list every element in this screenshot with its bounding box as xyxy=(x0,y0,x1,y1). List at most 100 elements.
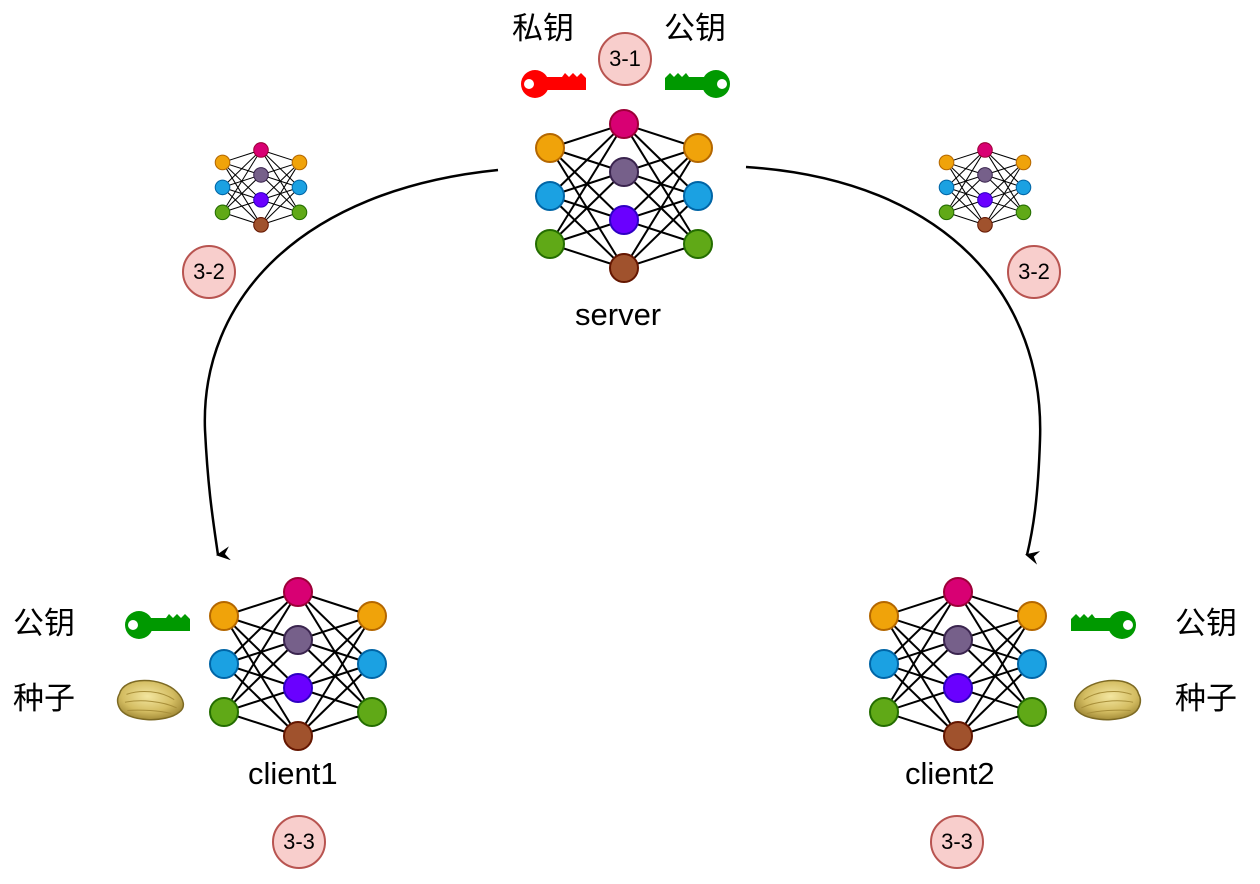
server-private-key-label: 私钥 xyxy=(512,11,574,47)
network-node xyxy=(609,205,639,235)
client2-label: client2 xyxy=(905,756,995,791)
client1-label: client1 xyxy=(248,756,338,791)
network-node xyxy=(609,109,639,139)
client2-network-icon xyxy=(869,577,1047,751)
network-node xyxy=(535,181,565,211)
network-node xyxy=(291,179,308,196)
network-node xyxy=(977,167,993,183)
network-node xyxy=(1015,154,1032,171)
network-node xyxy=(357,601,387,631)
transfer-network-icon-left xyxy=(214,142,308,233)
network-edge xyxy=(549,123,625,197)
network-node xyxy=(943,625,973,655)
network-node xyxy=(1017,649,1047,679)
network-node xyxy=(943,577,973,607)
network-node xyxy=(1015,204,1032,221)
client2-seed-label: 种子 xyxy=(1175,681,1237,717)
network-edge xyxy=(883,591,959,713)
network-node xyxy=(609,253,639,283)
network-edge xyxy=(549,123,625,245)
network-node xyxy=(869,697,899,727)
client1-public-key-icon xyxy=(125,611,190,639)
client1-seed-label: 种子 xyxy=(13,681,75,717)
arrow-server-to-client2 xyxy=(745,165,1042,565)
network-edge xyxy=(222,149,262,213)
network-edge xyxy=(946,174,986,213)
network-node xyxy=(253,142,269,158)
client1-seed-icon xyxy=(116,679,185,721)
network-node xyxy=(609,157,639,187)
network-edge xyxy=(984,162,1024,201)
network-node xyxy=(253,217,269,233)
network-node xyxy=(291,204,308,221)
network-node xyxy=(938,204,955,221)
network-node xyxy=(683,181,713,211)
server-label: server xyxy=(575,297,662,332)
network-node xyxy=(535,229,565,259)
network-edge xyxy=(957,615,1033,737)
network-node xyxy=(938,179,955,196)
network-edge xyxy=(297,615,373,737)
network-edge xyxy=(260,162,300,201)
network-node xyxy=(683,229,713,259)
client2-public-key-icon xyxy=(1071,611,1136,639)
network-node xyxy=(214,154,231,171)
transfer-network-icon-right xyxy=(938,142,1032,233)
public-key-icon xyxy=(665,70,730,98)
network-node xyxy=(1017,601,1047,631)
network-node xyxy=(253,192,269,208)
network-node xyxy=(357,697,387,727)
network-edge xyxy=(260,162,300,226)
client1-public-key-label: 公钥 xyxy=(13,606,75,642)
network-node xyxy=(977,142,993,158)
network-edge xyxy=(223,639,299,713)
network-node xyxy=(869,601,899,631)
private-key-icon xyxy=(521,70,586,98)
network-edge xyxy=(222,149,262,188)
network-node xyxy=(357,649,387,679)
server-public-key-label: 公钥 xyxy=(664,11,726,47)
client2-seed-icon xyxy=(1073,679,1142,721)
step-badge-3-3-client2: 3-3 xyxy=(930,815,984,869)
network-node xyxy=(977,217,993,233)
network-edge xyxy=(223,591,299,665)
network-edge xyxy=(222,174,262,213)
network-node xyxy=(1017,697,1047,727)
network-edge xyxy=(623,195,699,269)
step-badge-3-2-right: 3-2 xyxy=(1007,245,1061,299)
network-node xyxy=(683,133,713,163)
network-edge xyxy=(883,639,959,713)
network-node xyxy=(253,167,269,183)
client2-public-key-label: 公钥 xyxy=(1175,606,1237,642)
step-badge-3-2-left: 3-2 xyxy=(182,245,236,299)
network-node xyxy=(283,577,313,607)
network-node xyxy=(283,673,313,703)
network-node xyxy=(209,649,239,679)
step-badge-3-1: 3-1 xyxy=(598,32,652,86)
network-node xyxy=(209,697,239,727)
network-edge xyxy=(297,663,373,737)
network-edge xyxy=(260,187,300,226)
network-edge xyxy=(623,147,699,221)
network-edge xyxy=(946,149,986,213)
network-edge xyxy=(957,663,1033,737)
network-node xyxy=(977,192,993,208)
network-node xyxy=(1015,179,1032,196)
network-node xyxy=(943,673,973,703)
step-badge-3-3-client1: 3-3 xyxy=(272,815,326,869)
network-node xyxy=(535,133,565,163)
network-edge xyxy=(883,591,959,665)
network-edge xyxy=(549,171,625,245)
network-edge xyxy=(946,149,986,188)
network-edge xyxy=(223,591,299,713)
network-node xyxy=(943,721,973,751)
network-edge xyxy=(957,615,1033,689)
client1-network-icon xyxy=(209,577,387,751)
server-network-icon xyxy=(535,109,713,283)
arrow-server-to-client1 xyxy=(203,168,499,561)
network-node xyxy=(214,204,231,221)
network-edge xyxy=(297,615,373,689)
network-node xyxy=(209,601,239,631)
